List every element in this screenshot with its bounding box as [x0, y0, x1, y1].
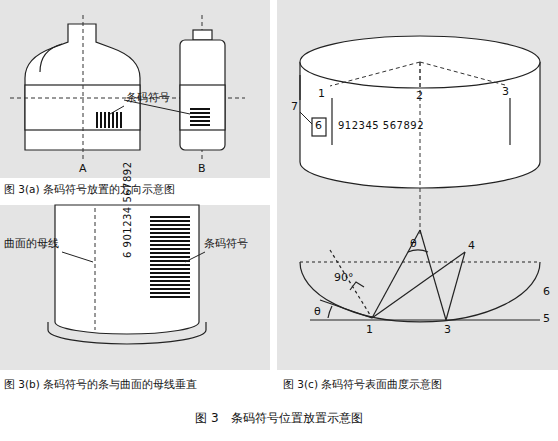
callout-number: 6 [543, 286, 550, 299]
barcode-number: 912345 567892 [338, 120, 424, 132]
leader-line [62, 252, 93, 262]
angle-label: 90° [334, 272, 354, 285]
figure-caption: 图 3(c) 条码符号表面曲度示意图 [283, 378, 442, 390]
barcode-number: 6 901234 567892 [122, 161, 134, 258]
figure-title: 图 3 条码符号位置放置示意图 [195, 412, 362, 426]
callout-number: 4 [468, 240, 475, 253]
part-label: 条码符号 [126, 92, 170, 105]
callout-number: 7 [291, 101, 298, 114]
part-label: 曲面的母线 [4, 238, 59, 251]
radius-lines [330, 62, 505, 235]
leader-line [300, 112, 312, 124]
panel [0, 0, 270, 178]
angle-label: θ [314, 306, 321, 319]
callout-number: 3 [444, 324, 451, 337]
panel [277, 0, 558, 370]
part-label: 条码符号 [204, 238, 248, 251]
curvature-diagram [300, 230, 540, 322]
axis-label: A [79, 163, 87, 176]
axis-label: B [198, 163, 206, 176]
callout-number: 1 [366, 324, 373, 337]
callout-number: 1 [318, 88, 325, 101]
bottle-b [180, 30, 225, 150]
callout-number: 3 [502, 86, 509, 99]
angle-label: θ [410, 238, 417, 251]
leader-line [110, 106, 124, 114]
figure-caption: 图 3(a) 条码符号放置的方向示意图 [4, 183, 175, 195]
callout-number: 5 [543, 313, 550, 326]
barcode-digit: 6 [315, 120, 322, 133]
leader-line [185, 252, 205, 262]
callout-number: 2 [416, 90, 423, 103]
panel [0, 205, 270, 370]
axis-lines [10, 15, 245, 160]
figure-caption: 图 3(b) 条码符号的条与曲面的母线垂直 [4, 378, 197, 390]
generatrix [95, 208, 96, 330]
